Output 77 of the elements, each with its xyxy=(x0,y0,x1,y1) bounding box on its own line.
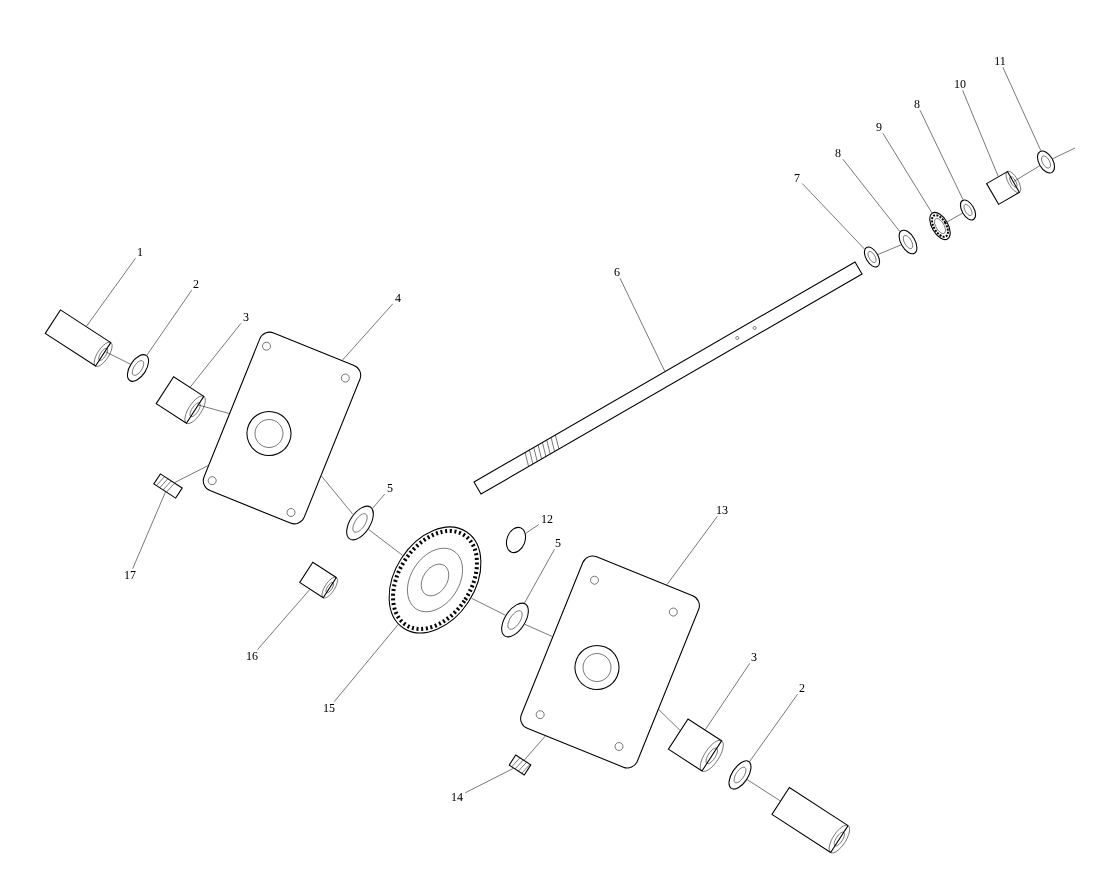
washer-drawing xyxy=(501,602,529,638)
callout-number: 16 xyxy=(247,651,258,660)
callout-number: 5 xyxy=(387,484,393,492)
callout-number: 8 xyxy=(835,148,841,158)
leader-line xyxy=(132,491,166,570)
callout-number: 8 xyxy=(914,99,920,109)
center-line xyxy=(658,709,681,731)
leader-line xyxy=(666,516,718,585)
leader-line xyxy=(342,303,393,361)
callout-number: 9 xyxy=(876,122,882,132)
bushing-drawing xyxy=(155,376,206,424)
callout-number: 7 xyxy=(794,174,800,182)
pin-drawing xyxy=(44,309,113,367)
center-line xyxy=(105,351,131,365)
center-line xyxy=(1013,165,1040,182)
center-line xyxy=(746,779,781,802)
washer-drawing xyxy=(898,229,918,255)
center-line xyxy=(471,597,506,616)
callout-number: 3 xyxy=(243,312,249,322)
leader-line xyxy=(842,159,901,232)
leader-line xyxy=(802,183,865,250)
leader-line xyxy=(465,768,514,794)
washer-drawing xyxy=(346,505,374,541)
leader-line xyxy=(190,323,242,388)
callout-number: 3 xyxy=(751,652,757,661)
set-screw-drawing xyxy=(508,754,532,776)
bushing-drawing xyxy=(299,561,338,599)
center-line xyxy=(947,212,963,223)
center-line xyxy=(198,404,230,414)
callout-number: 12 xyxy=(542,515,553,523)
leader-line xyxy=(524,548,555,604)
leader-line xyxy=(372,493,385,509)
callout-number: 2 xyxy=(193,280,199,288)
gear-drawing xyxy=(388,526,482,634)
leader-line xyxy=(1002,66,1042,151)
washer-drawing xyxy=(1036,150,1056,174)
center-line xyxy=(1052,147,1076,159)
clip-drawing xyxy=(863,246,881,268)
housing-drawing xyxy=(207,341,350,517)
leader-line xyxy=(525,524,539,534)
center-line xyxy=(524,624,553,637)
callout-number: 1 xyxy=(138,248,143,256)
bolt-drawing xyxy=(153,473,183,499)
shaft-drawing xyxy=(473,261,863,495)
center-line xyxy=(524,735,546,761)
washer-drawing xyxy=(959,199,977,221)
callout-number: 10 xyxy=(955,79,966,89)
center-line xyxy=(368,529,403,556)
callout-number: 17 xyxy=(125,571,136,579)
bushing-drawing xyxy=(667,718,724,772)
callout-number: 4 xyxy=(395,294,401,302)
washer-drawing xyxy=(126,354,150,382)
callout-number: 5 xyxy=(555,539,561,547)
pin-drawing xyxy=(771,786,850,854)
callout-number: 11 xyxy=(995,57,1006,65)
center-line xyxy=(877,244,902,255)
key-drawing xyxy=(505,526,527,554)
housing-drawing xyxy=(535,575,678,751)
callout-number: 13 xyxy=(717,505,728,515)
callout-number: 6 xyxy=(614,267,620,277)
leader-line xyxy=(705,663,751,730)
callout-number: 15 xyxy=(324,703,335,712)
callout-number: 2 xyxy=(799,684,805,692)
center-line xyxy=(174,465,209,483)
callout-number: 14 xyxy=(452,793,463,801)
leader-line xyxy=(86,257,136,327)
leader-line xyxy=(919,110,964,200)
leader-line xyxy=(146,289,192,356)
center-line xyxy=(321,475,354,515)
leader-line xyxy=(257,589,310,650)
leader-line xyxy=(962,90,999,177)
leader-line xyxy=(882,133,933,214)
leader-line xyxy=(749,693,798,762)
leader-line xyxy=(619,278,665,372)
leader-line xyxy=(333,624,399,702)
washer-drawing xyxy=(728,760,752,790)
bearing-drawing xyxy=(929,211,951,241)
